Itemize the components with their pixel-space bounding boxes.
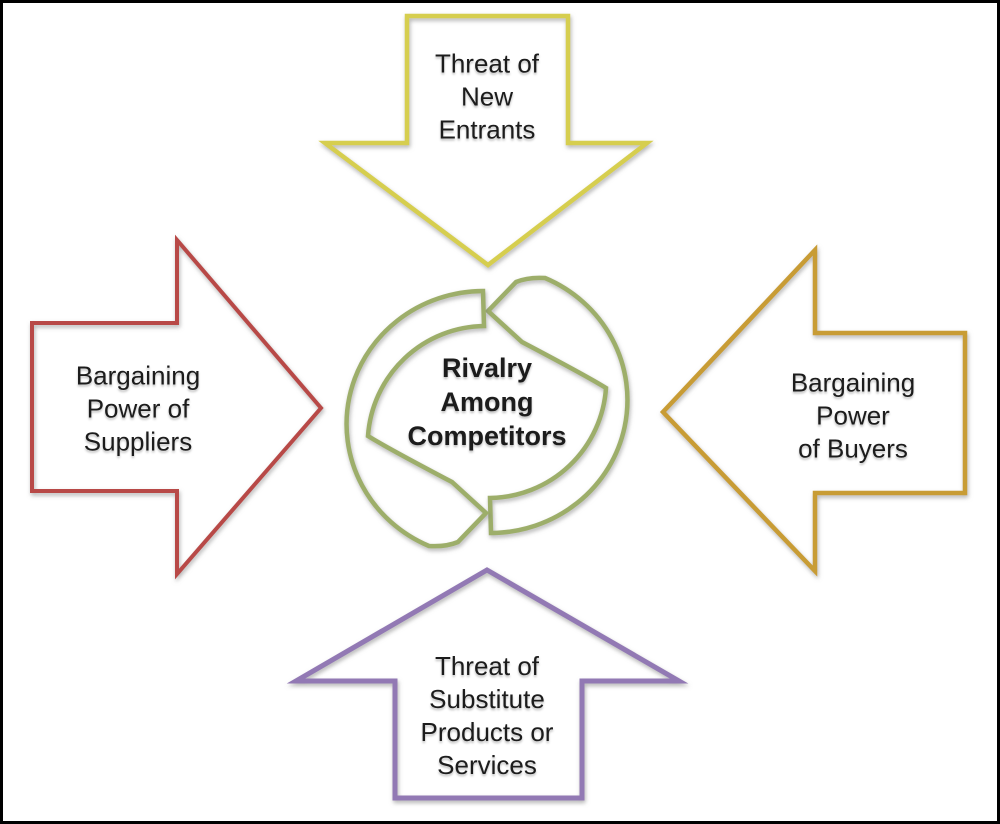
substitutes-threat-arrow [286,567,689,801]
supplier-power-label: Bargaining Power of Suppliers [75,360,201,457]
substitutes-threat-label: Threat of Substitute Products or Service… [420,651,554,780]
rivalry-center-label: Rivalry Among Competitors [407,353,567,451]
supplier-power-arrow [30,234,324,580]
down-arrow-outline [318,13,654,268]
cycle-arrow-right-outline [484,275,630,536]
buyer-power-label: Bargaining Power of Buyers [790,367,916,464]
threat-new-entrants-label: Threat of New Entrants [434,48,540,145]
right-arrow-outline [30,234,324,580]
buyer-power-arrow [659,244,968,577]
threat-new-entrants-arrow [318,13,654,268]
up-arrow-outline [286,567,689,801]
rivalry-cycle [344,275,630,549]
left-arrow-outline [659,244,968,577]
cycle-arrow-left-outline [344,288,490,549]
